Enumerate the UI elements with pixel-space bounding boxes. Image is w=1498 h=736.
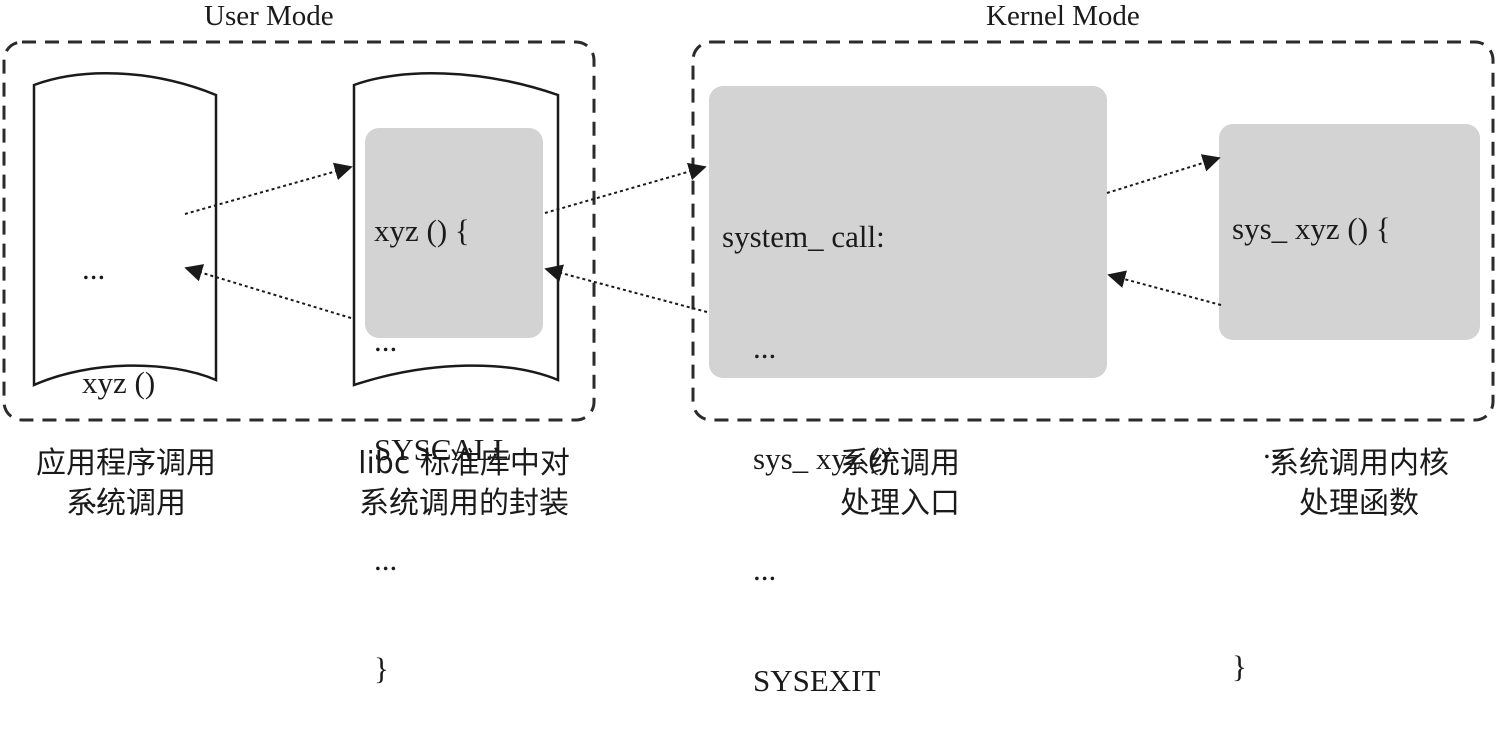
code-line: [1232, 540, 1391, 577]
kernel-mode-title: Kernel Mode: [986, 0, 1140, 32]
code-line: ...: [82, 251, 106, 286]
arrow-app-to-libc: [184, 162, 353, 215]
arrow-libc-to-app: [184, 264, 352, 319]
system-call-entry-code: system_ call: ... sys_ xyz () ... SYSEXI…: [722, 144, 889, 736]
code-line: xyz (): [82, 365, 156, 400]
code-line: [1232, 321, 1391, 358]
app-program-page: [32, 72, 218, 387]
kernel-mode-region: [691, 40, 1495, 422]
caption-line: 系统调用内核: [1269, 446, 1449, 481]
code-line: ...: [374, 322, 398, 358]
caption-line: 处理入口: [840, 486, 960, 521]
code-line: system_ call:: [722, 219, 885, 254]
caption-line: 系统调用的封装: [359, 486, 569, 521]
caption-libc-wrapper: libc 标准库中对 系统调用的封装: [336, 444, 592, 524]
code-line: xyz () {: [374, 213, 470, 248]
system-call-entry-box: [709, 86, 1107, 378]
code-line: ...: [722, 552, 777, 587]
arrow-libc-to-entry: [544, 162, 707, 214]
code-line: sys_ xyz () {: [1232, 211, 1391, 246]
caption-line: 应用程序调用: [36, 446, 216, 481]
app-program-code: ... xyz () ...: [82, 174, 155, 554]
libc-wrapper-box: [365, 128, 543, 338]
code-line: SYSEXIT: [722, 663, 881, 698]
caption-line: libc 标准库中对: [358, 446, 570, 481]
code-line: sys_ xyz (): [722, 441, 890, 476]
syscall-flow-diagram: [2, 40, 1495, 422]
arrow-entry-to-libc: [544, 264, 708, 313]
code-line: }: [1232, 649, 1247, 684]
code-line: ...: [82, 479, 106, 514]
kernel-handler-box: [1219, 124, 1480, 340]
code-line: ...: [1232, 430, 1287, 465]
arrow-entry-to-handler: [1106, 154, 1221, 194]
code-line: ...: [722, 330, 777, 365]
caption-app-program: 应用程序调用 系统调用: [14, 444, 238, 524]
caption-line: 系统调用: [66, 486, 186, 521]
user-mode-title: User Mode: [204, 0, 334, 32]
libc-wrapper-code: xyz () { ... SYSCALL ... }: [374, 140, 512, 724]
arrow-handler-to-entry: [1107, 270, 1222, 306]
code-line: SYSCALL: [374, 432, 512, 467]
user-mode-region: [2, 40, 596, 422]
caption-line: 系统调用: [840, 446, 960, 481]
kernel-handler-code: sys_ xyz () { ... }: [1232, 138, 1391, 722]
caption-line: 处理函数: [1299, 486, 1419, 521]
caption-kernel-handler: 系统调用内核 处理函数: [1244, 444, 1474, 524]
code-line: ...: [374, 541, 398, 577]
code-line: }: [374, 651, 389, 686]
caption-system-call-entry: 系统调用 处理入口: [820, 444, 980, 524]
